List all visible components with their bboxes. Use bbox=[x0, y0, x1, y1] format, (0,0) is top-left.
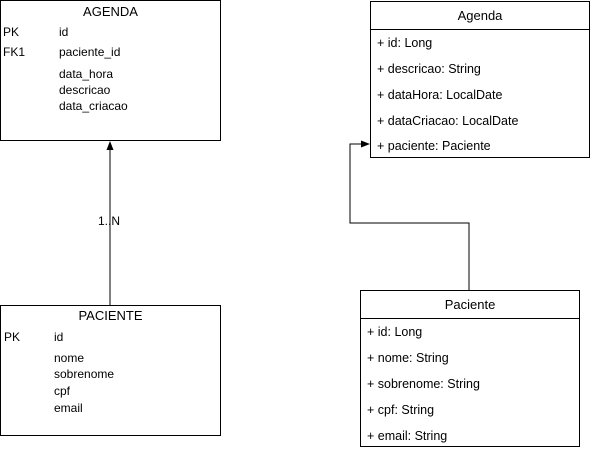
erd-agenda-field: data_criacao bbox=[59, 99, 128, 113]
uml-paciente-attribute: + cpf: String bbox=[367, 403, 435, 417]
uml-agenda-class[interactable]: Agenda + id: Long + descricao: String + … bbox=[370, 1, 590, 158]
erd-multiplicity-label: 1..N bbox=[98, 214, 121, 228]
erd-agenda-field: data_hora bbox=[59, 67, 114, 81]
erd-paciente-field: id bbox=[54, 330, 64, 344]
uml-paciente-attribute: + id: Long bbox=[367, 325, 423, 339]
uml-association-line bbox=[349, 143, 470, 290]
erd-agenda-field: id bbox=[59, 25, 69, 39]
uml-paciente-attribute: + sobrenome: String bbox=[367, 377, 480, 391]
erd-paciente-field: email bbox=[54, 401, 83, 415]
erd-paciente-field: cpf bbox=[54, 384, 71, 398]
erd-agenda-field: descricao bbox=[59, 83, 111, 97]
erd-agenda-table[interactable]: AGENDA PK id FK1 paciente_id data_hora d… bbox=[0, 0, 221, 141]
erd-paciente-field: nome bbox=[54, 351, 85, 365]
uml-paciente-attribute: + nome: String bbox=[367, 351, 449, 365]
erd-agenda-title: AGENDA bbox=[83, 4, 138, 19]
uml-paciente-class[interactable]: Paciente + id: Long + nome: String + sob… bbox=[360, 290, 580, 447]
erd-paciente-title: PACIENTE bbox=[78, 308, 143, 323]
uml-agenda-attribute: + id: Long bbox=[377, 36, 433, 50]
erd-paciente-field: sobrenome bbox=[54, 367, 115, 381]
erd-paciente-table[interactable]: PACIENTE PK id nome sobrenome cpf email bbox=[0, 305, 221, 436]
uml-agenda-attribute: + dataCriacao: LocalDate bbox=[377, 114, 519, 128]
erd-agenda-key: FK1 bbox=[3, 45, 26, 59]
uml-agenda-attribute: + descricao: String bbox=[377, 62, 481, 76]
uml-agenda-title: Agenda bbox=[371, 2, 589, 30]
erd-relationship-arrowhead bbox=[106, 141, 114, 150]
erd-paciente-key: PK bbox=[4, 330, 21, 344]
erd-agenda-field: paciente_id bbox=[59, 45, 121, 59]
uml-paciente-title: Paciente bbox=[361, 291, 579, 319]
erd-agenda-key: PK bbox=[3, 25, 20, 39]
uml-association-arrowhead bbox=[361, 140, 370, 148]
uml-paciente-attribute: + email: String bbox=[367, 429, 448, 443]
uml-agenda-attribute: + paciente: Paciente bbox=[377, 139, 491, 153]
uml-agenda-attribute: + dataHora: LocalDate bbox=[377, 88, 503, 102]
